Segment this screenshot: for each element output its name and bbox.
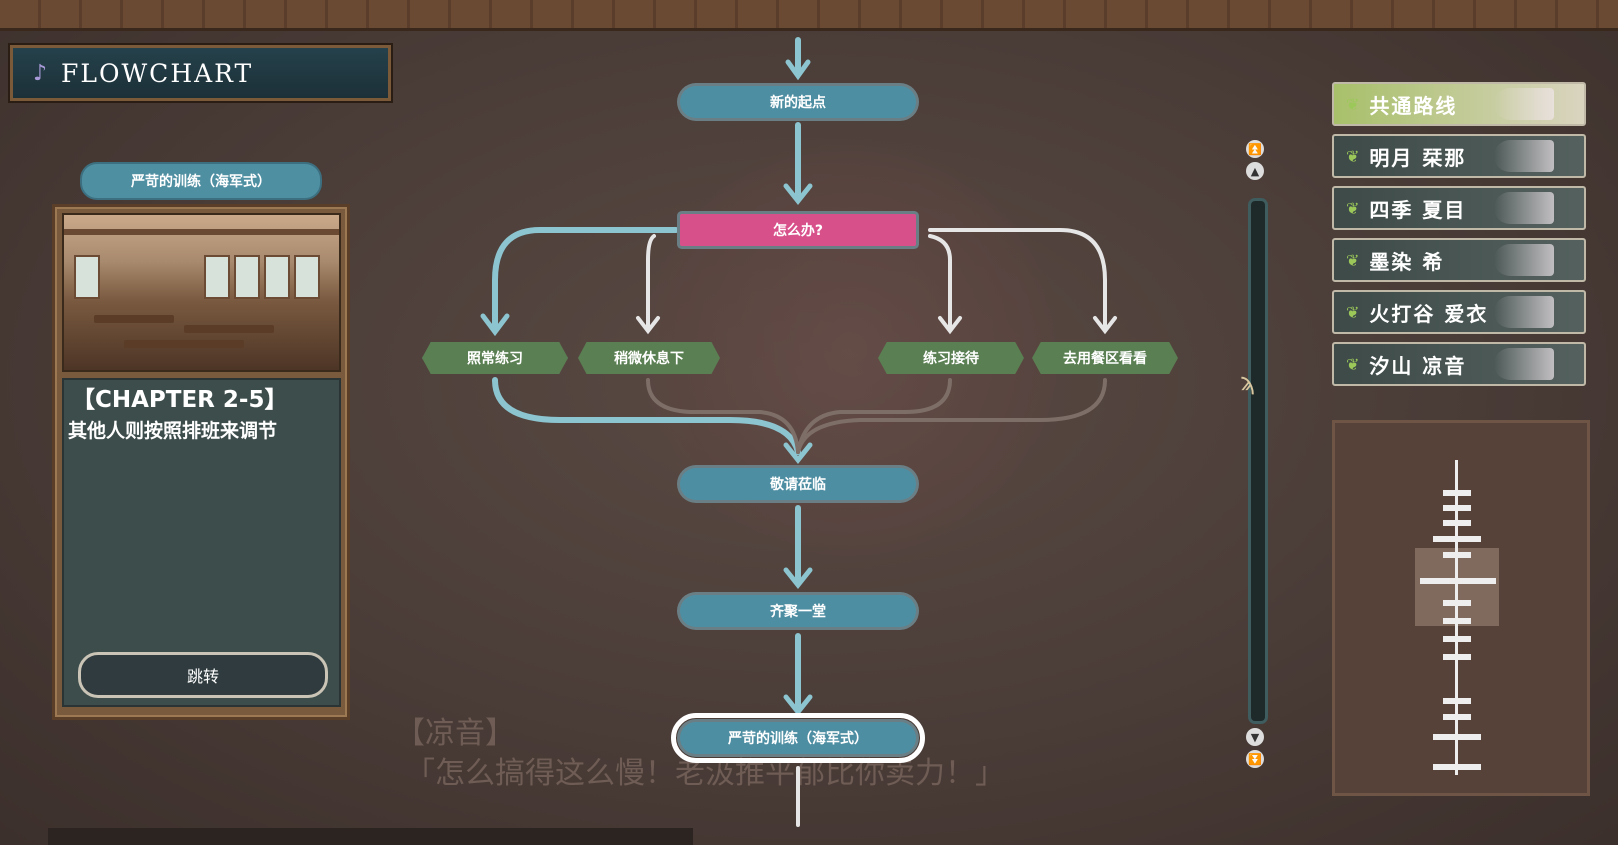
leaf-icon: ❦ — [1346, 198, 1362, 218]
character-portrait — [1494, 296, 1554, 328]
scroll-top-icon[interactable]: ⏫ — [1246, 140, 1264, 158]
node-choice[interactable]: 怎么办? — [680, 214, 916, 246]
minimap-node — [1420, 578, 1496, 584]
route-kanna[interactable]: ❦ 明月 栞那 — [1332, 134, 1586, 178]
chapter-label: 【CHAPTER 2-5】 — [72, 387, 288, 413]
leaf-icon: ❦ — [1346, 146, 1362, 166]
butterfly-scroll-thumb-icon[interactable]: ϡ — [1240, 368, 1256, 396]
arrow-opt2 — [636, 316, 660, 335]
arrow-top-in — [785, 59, 811, 81]
character-portrait — [1494, 140, 1554, 172]
connector-choice-opt4 — [928, 228, 1107, 330]
minimap-node — [1433, 734, 1481, 740]
minimap-spine — [1455, 460, 1458, 775]
arrow-current — [783, 694, 813, 717]
node-gather[interactable]: 齐聚一堂 — [680, 595, 916, 627]
minimap-node — [1443, 618, 1471, 624]
arrow-opt3 — [938, 316, 962, 335]
route-natsume[interactable]: ❦ 四季 夏目 — [1332, 186, 1586, 230]
route-ai[interactable]: ❦ 火打谷 爱衣 — [1332, 290, 1586, 334]
route-label: 共通路线 — [1369, 93, 1458, 118]
top-wood-strip — [0, 0, 1618, 31]
node-start[interactable]: 新的起点 — [680, 86, 916, 118]
connector-opt4-merge — [796, 378, 1107, 454]
node-opt2-rest[interactable]: 稍微休息下 — [578, 342, 720, 374]
route-label: 明月 栞那 — [1369, 145, 1467, 170]
minimap-node — [1443, 505, 1471, 511]
route-label: 四季 夏目 — [1369, 197, 1467, 222]
leaf-icon: ❦ — [1346, 354, 1362, 374]
jump-button[interactable]: 跳转 — [78, 652, 328, 698]
selected-scene-title: 严苛的训练（海军式） — [80, 162, 322, 200]
character-portrait — [1494, 192, 1554, 224]
character-portrait — [1494, 244, 1554, 276]
flowchart-title-banner: ♪ FLOWCHART — [10, 45, 391, 101]
page-title: FLOWCHART — [61, 58, 254, 88]
node-opt4-dining-area[interactable]: 去用餐区看看 — [1032, 342, 1178, 374]
arrow-opt4 — [1093, 316, 1117, 335]
node-merge[interactable]: 敬请莅临 — [680, 468, 916, 500]
minimap-node — [1443, 636, 1471, 642]
connector-choice-opt3 — [928, 234, 952, 330]
leaf-icon: ❦ — [1346, 302, 1362, 322]
scene-description: 其他人则按照排班来调节 — [68, 420, 278, 442]
vertical-scrollbar[interactable] — [1248, 198, 1268, 724]
minimap-node — [1433, 536, 1481, 542]
arrow-gather — [783, 567, 813, 590]
minimap-node — [1443, 698, 1471, 704]
minimap-node — [1443, 490, 1471, 496]
leaf-icon: ❦ — [1346, 94, 1362, 114]
minimap-node — [1443, 654, 1471, 660]
route-label: 墨染 希 — [1369, 249, 1445, 274]
arrow-merge — [783, 442, 813, 465]
route-label: 火打谷 爱衣 — [1369, 301, 1489, 326]
route-suzune[interactable]: ❦ 汐山 凉音 — [1332, 342, 1586, 386]
connector-choice-opt2 — [646, 234, 656, 330]
node-opt1-normal-practice[interactable]: 照常练习 — [422, 342, 568, 374]
arrow-choice — [783, 183, 813, 206]
scroll-up-icon[interactable]: ▲ — [1246, 162, 1264, 180]
background-speaker-name: 【凉音】 — [395, 716, 515, 751]
leaf-icon: ❦ — [1346, 250, 1362, 270]
background-dialogue: 「怎么搞得这么慢！老汲推平郁比你卖力！」 — [405, 756, 1005, 791]
node-opt3-reception-practice[interactable]: 练习接待 — [878, 342, 1024, 374]
teacup-icon — [1494, 88, 1554, 120]
scroll-down-icon[interactable]: ▼ — [1246, 728, 1264, 746]
scene-preview-image — [62, 213, 341, 372]
minimap-node — [1443, 600, 1471, 606]
music-note-icon: ♪ — [33, 60, 48, 86]
route-common[interactable]: ❦ 共通路线 — [1332, 82, 1586, 126]
connector-opt1-merge — [492, 377, 801, 455]
scroll-bottom-icon[interactable]: ⏬ — [1246, 750, 1264, 768]
connector-opt2-merge — [646, 378, 800, 454]
node-current-selected[interactable]: 严苛的训练（海军式） — [671, 713, 925, 763]
minimap-node — [1443, 520, 1471, 526]
route-nozomi[interactable]: ❦ 墨染 希 — [1332, 238, 1586, 282]
minimap-node — [1443, 714, 1471, 720]
route-label: 汐山 凉音 — [1369, 353, 1467, 378]
bottom-text-strip — [48, 828, 693, 845]
arrow-opt1 — [480, 313, 510, 337]
character-portrait — [1494, 348, 1554, 380]
connector-opt3-merge — [796, 378, 952, 454]
minimap-node — [1433, 764, 1481, 770]
minimap-node — [1443, 552, 1471, 558]
connector-choice-opt1 — [492, 227, 679, 331]
